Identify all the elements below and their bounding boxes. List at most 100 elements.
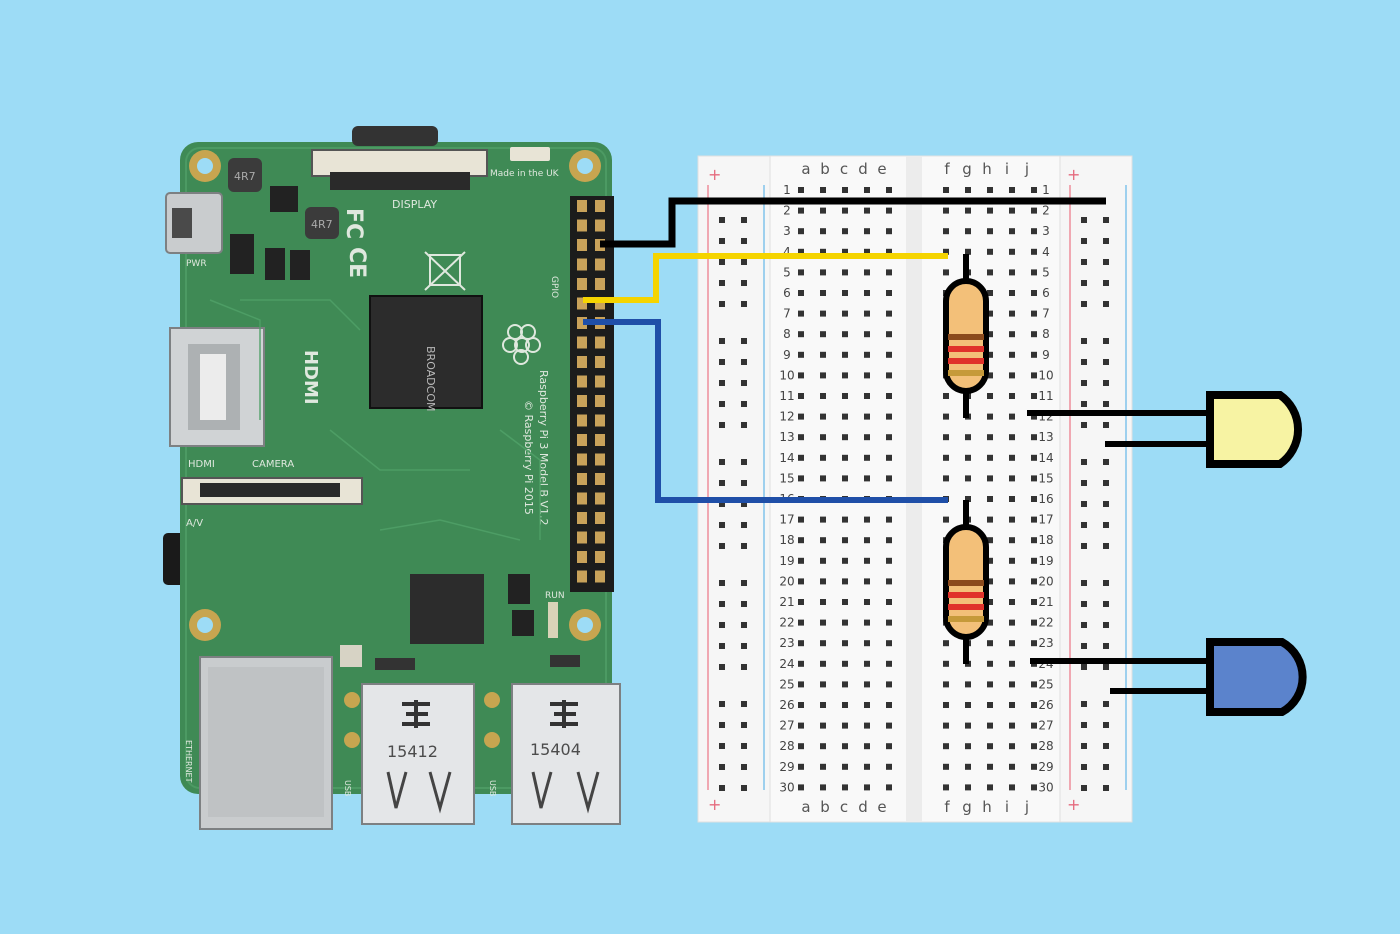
- inductor-1: [228, 158, 262, 192]
- row-number-left: 3: [783, 224, 791, 238]
- breadboard-hole: [886, 393, 892, 399]
- breadboard-hole: [1009, 310, 1015, 317]
- rail-hole: [719, 401, 725, 407]
- gpio-pin: [595, 258, 605, 271]
- gpio-pin: [577, 570, 587, 583]
- breadboard-hole: [886, 660, 892, 667]
- pcb: [180, 142, 612, 794]
- usb-port-2-number: 15404: [530, 740, 581, 759]
- resistor-1[interactable]: [943, 254, 989, 418]
- breadboard-hole: [987, 557, 993, 564]
- usb-port-1[interactable]: 15412: [361, 683, 475, 825]
- gpio-pin: [595, 278, 605, 290]
- breadboard-hole: [943, 413, 949, 420]
- breadboard-hole: [864, 619, 870, 626]
- row-number-right: 7: [1042, 307, 1050, 321]
- breadboard-hole: [987, 599, 993, 605]
- rail-hole: [1103, 359, 1109, 365]
- row-number-right: 26: [1038, 698, 1053, 712]
- rail-hole: [1103, 543, 1109, 549]
- breadboard-hole: [864, 516, 870, 523]
- breadboard-hole: [1009, 660, 1015, 667]
- row-number-right: 1: [1042, 183, 1050, 197]
- rail-hole: [719, 701, 725, 707]
- breadboard-hole: [1031, 290, 1037, 296]
- rail-hole: [1103, 664, 1109, 670]
- gpio-header[interactable]: [570, 196, 614, 592]
- led-2[interactable]: [1030, 638, 1307, 716]
- breadboard-hole: [864, 372, 870, 379]
- row-number-left: 19: [779, 554, 794, 568]
- resistor-2[interactable]: [943, 500, 989, 664]
- rail-hole: [1081, 643, 1087, 649]
- breadboard-hole: [798, 434, 804, 441]
- breadboard-hole: [987, 207, 993, 214]
- breadboard-hole: [943, 516, 949, 523]
- breadboard-hole: [886, 207, 892, 214]
- rail-hole: [1103, 743, 1109, 749]
- rail-hole: [741, 580, 747, 586]
- breadboard-hole: [864, 578, 870, 585]
- usb-lan-chip: [410, 574, 484, 644]
- breadboard-hole: [864, 228, 870, 235]
- rail-hole: [1081, 743, 1087, 749]
- yellow-signal-wire[interactable]: [583, 253, 948, 303]
- breadboard-hole: [798, 454, 804, 461]
- column-label-top: d: [858, 160, 868, 178]
- breadboard-hole: [864, 784, 870, 791]
- rail-hole: [741, 764, 747, 770]
- inductor-2-label: 4R7: [311, 218, 333, 231]
- left-rail-plus-bottom: +: [708, 795, 721, 814]
- breadboard-hole: [842, 578, 848, 585]
- breadboard-hole: [886, 269, 892, 276]
- breadboard-hole: [886, 619, 892, 626]
- breadboard-hole: [864, 290, 870, 296]
- gpio-pin: [595, 297, 605, 310]
- gpio-pin: [577, 551, 587, 563]
- breadboard-hole: [943, 660, 949, 667]
- gpio-pin: [577, 219, 587, 232]
- rail-hole: [741, 601, 747, 607]
- gpio-pin: [595, 219, 605, 232]
- breadboard-hole: [842, 434, 848, 441]
- breadboard-hole: [886, 475, 892, 482]
- breadboard-hole: [798, 269, 804, 276]
- rail-hole: [1081, 301, 1087, 307]
- row-number-left: 20: [779, 574, 794, 588]
- usb-port-2[interactable]: 15404: [511, 683, 621, 825]
- breadboard-hole: [842, 310, 848, 317]
- column-label-bottom: g: [962, 798, 972, 816]
- breadboard-hole: [798, 640, 804, 647]
- breadboard-hole: [820, 784, 826, 791]
- row-number-right: 28: [1038, 739, 1053, 753]
- blue-signal-wire[interactable]: [583, 319, 948, 503]
- breadboard-hole: [1009, 187, 1015, 193]
- rail-hole: [719, 764, 725, 770]
- breadboard-hole: [1031, 619, 1037, 626]
- breadboard-hole: [820, 434, 826, 441]
- column-label-bottom: j: [1024, 798, 1029, 816]
- breadboard-hole: [798, 393, 804, 399]
- gpio-pins: [577, 200, 605, 583]
- breadboard-hole: [798, 681, 804, 688]
- ground-wire[interactable]: [600, 197, 1106, 248]
- row-number-left: 15: [779, 471, 794, 485]
- led-1[interactable]: [1027, 391, 1302, 468]
- rail-hole: [741, 459, 747, 465]
- breadboard-hole: [965, 248, 971, 255]
- row-number-right: 21: [1038, 595, 1053, 609]
- resistor-band: [948, 346, 984, 352]
- breadboard-hole: [842, 228, 848, 235]
- row-number-right: 16: [1038, 492, 1053, 506]
- column-label-bottom: b: [820, 798, 830, 816]
- rail-hole: [741, 380, 747, 386]
- breadboard-hole: [943, 681, 949, 688]
- breadboard-hole: [842, 619, 848, 626]
- gpio-pin: [577, 336, 587, 349]
- rail-hole: [719, 459, 725, 465]
- gpio-pin: [577, 473, 587, 485]
- breadboard-hole: [987, 248, 993, 255]
- rail-hole: [741, 522, 747, 528]
